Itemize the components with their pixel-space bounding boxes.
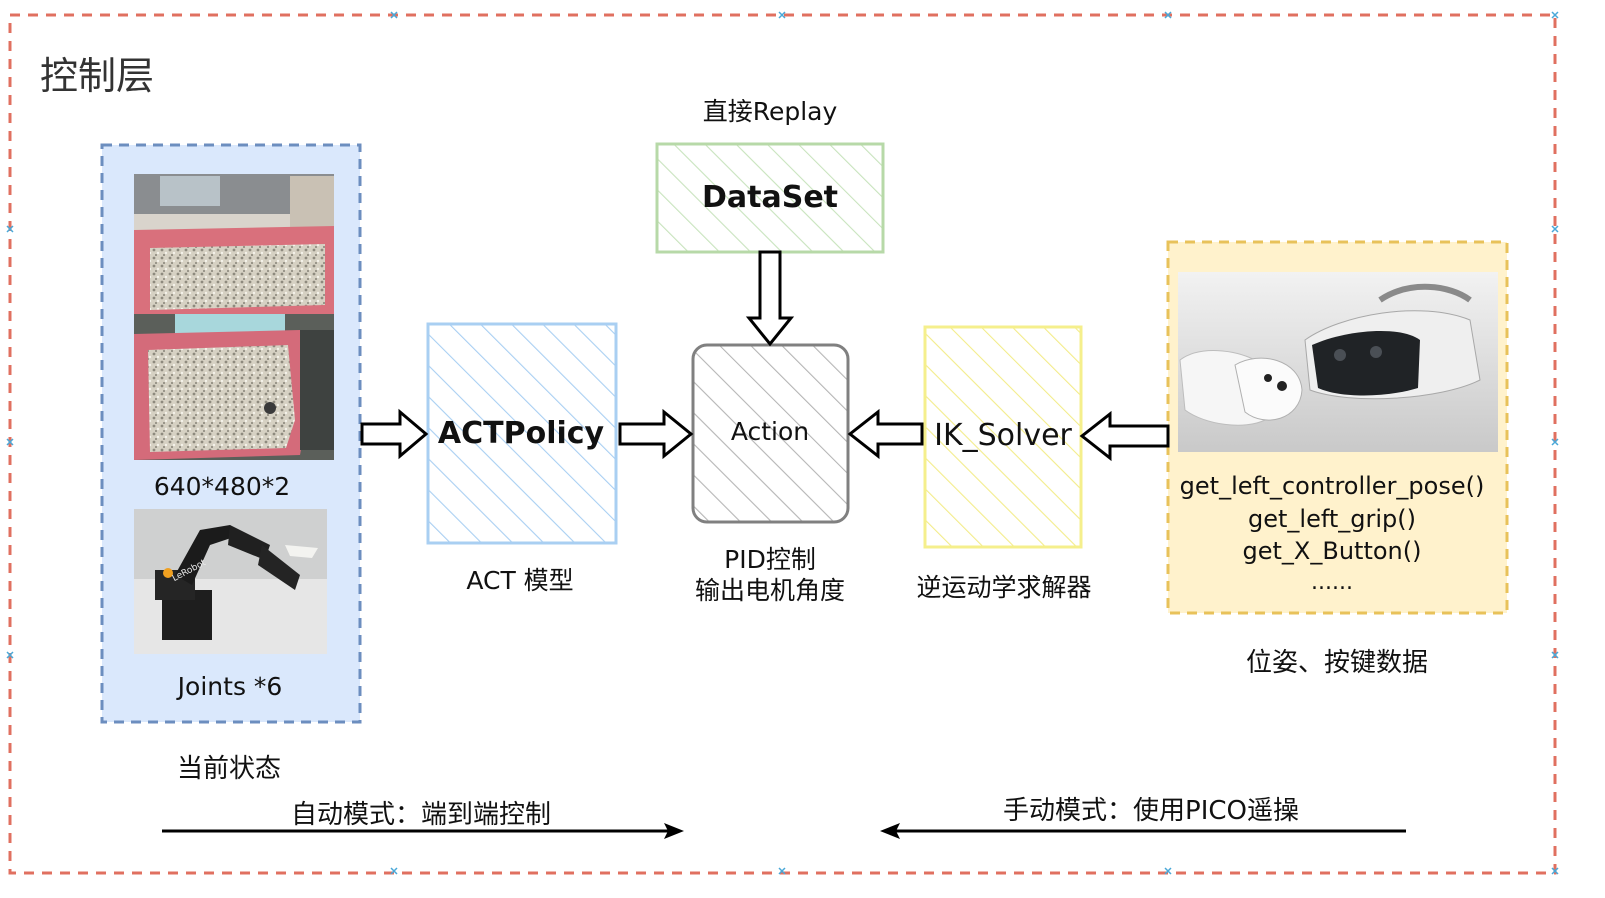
act-box: [426, 322, 618, 545]
camera-caption: 640*480*2: [153, 472, 291, 501]
ik-box-caption: 逆运动学求解器: [916, 573, 1092, 602]
arrow-act-to-action: [618, 408, 694, 460]
vr-function-3: get_X_Button(): [1242, 537, 1422, 565]
manual-mode-label: 手动模式：使用PICO遥操: [1003, 796, 1299, 826]
arrow-state-to-act: [360, 408, 429, 460]
act-box-label: ACTPolicy: [437, 416, 605, 451]
vr-function-1: get_left_controller_pose(): [1179, 472, 1485, 500]
action-caption-line1: PID控制: [724, 545, 816, 574]
auto-mode-arrow: [162, 823, 684, 839]
dataset-box: [655, 142, 885, 254]
robot-arm-image: [134, 509, 327, 654]
joints-caption: Joints *6: [177, 672, 283, 701]
arrow-ik-to-action: [847, 408, 924, 460]
ik-box-label: IK_Solver: [934, 418, 1072, 453]
dataset-top-caption: 直接Replay: [702, 97, 838, 126]
layer-title: 控制层: [40, 54, 155, 98]
auto-mode-label: 自动模式：端到端控制: [290, 800, 552, 830]
act-box-caption: ACT 模型: [466, 566, 574, 595]
manual-mode-arrow: [880, 823, 1406, 839]
vr-panel-caption: 位姿、按键数据: [1245, 648, 1429, 678]
outer-frame: [8, 13, 1557, 875]
vr-headset-image: [1178, 272, 1498, 452]
arrow-vr-to-ik: [1079, 410, 1170, 462]
action-box-label: Action: [730, 417, 810, 446]
action-caption-line2: 输出电机角度: [694, 576, 846, 605]
state-panel-label: 当前状态: [176, 754, 282, 784]
arrow-dataset-to-action: [745, 250, 795, 347]
ik-box: [923, 325, 1083, 549]
dataset-box-label: DataSet: [701, 180, 839, 215]
camera-image-top: [134, 174, 334, 314]
vr-function-ellipsis: ......: [1311, 570, 1353, 595]
vr-function-2: get_left_grip(): [1247, 505, 1417, 533]
frame-anchor-markers: [6, 11, 1559, 875]
camera-image-bottom: [134, 314, 334, 460]
